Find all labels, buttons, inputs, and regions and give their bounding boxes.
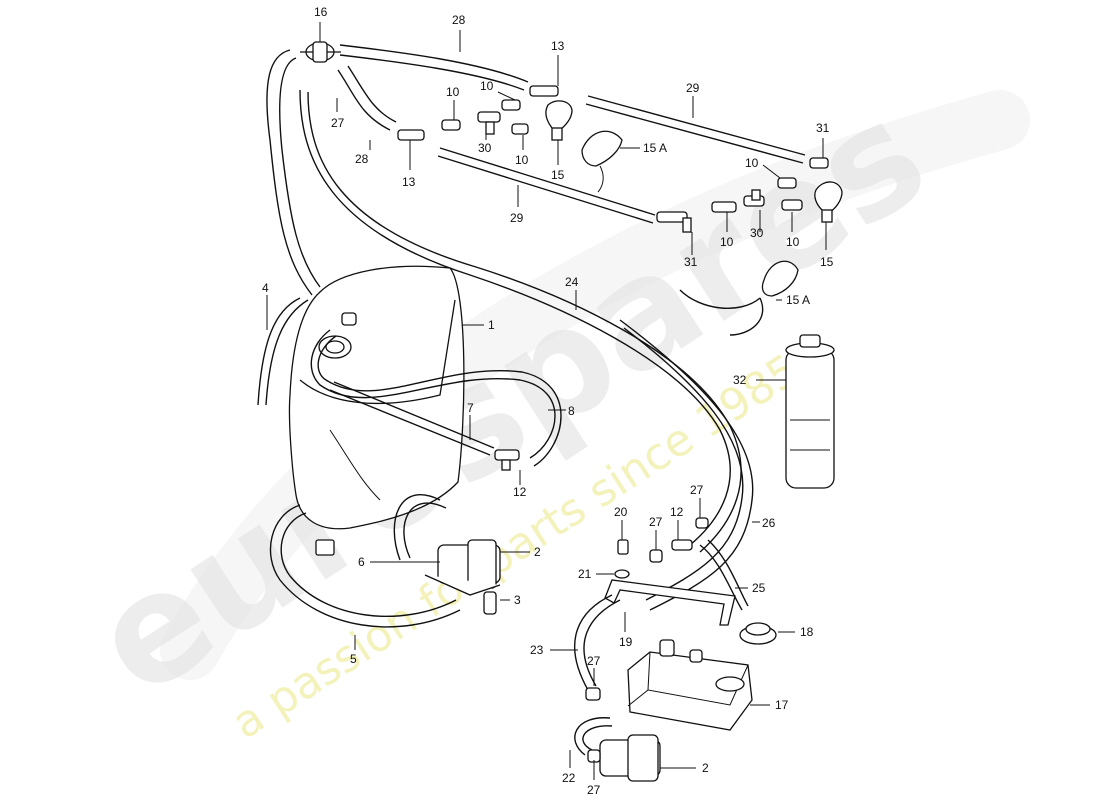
- label-18: 18: [800, 625, 814, 639]
- label-28-left: 28: [355, 152, 369, 166]
- label-24: 24: [565, 275, 579, 289]
- hose-4-lower: [257, 297, 309, 406]
- jet-15A-lower: [679, 260, 799, 336]
- label-20: 20: [614, 505, 628, 519]
- lower-fittings: [614, 517, 709, 579]
- reservoir-17: [627, 639, 753, 731]
- hose-28-lower: [337, 65, 397, 131]
- hose-28-upper: [339, 44, 529, 91]
- label-23: 23: [530, 643, 544, 657]
- label-10-f: 10: [786, 235, 800, 249]
- label-12-left: 12: [513, 485, 527, 499]
- label-21: 21: [578, 567, 592, 581]
- label-32: 32: [733, 373, 747, 387]
- label-10-a: 10: [446, 85, 460, 99]
- tube-29-upper: [585, 95, 806, 164]
- hose-25: [699, 539, 749, 611]
- label-31-right: 31: [816, 121, 830, 135]
- label-27-b: 27: [649, 515, 663, 529]
- label-27-c: 27: [690, 483, 704, 497]
- bracket-19: [604, 579, 736, 626]
- label-6: 6: [358, 555, 365, 569]
- fittings-top-left: [397, 85, 559, 141]
- label-13-left: 13: [402, 175, 416, 189]
- label-10-e: 10: [720, 235, 734, 249]
- label-26: 26: [762, 516, 776, 530]
- hose-24: [299, 89, 742, 553]
- hose-8: [310, 329, 562, 467]
- cap-18: [739, 622, 777, 645]
- part-labels: 16 28 27 28 13 13 10 10 30 10 15 15 A 29…: [262, 5, 834, 797]
- label-10-d: 10: [745, 156, 759, 170]
- label-13-top: 13: [551, 39, 565, 53]
- part-16-fitting: [300, 41, 341, 63]
- pump-2-left: [424, 539, 501, 596]
- part-3: [483, 591, 497, 615]
- label-22: 22: [562, 771, 576, 785]
- label-5: 5: [350, 652, 357, 666]
- fitting-27-lower: [585, 687, 601, 701]
- label-15A-upper: 15 A: [643, 141, 667, 155]
- label-31-lower: 31: [684, 255, 698, 269]
- label-7: 7: [467, 401, 474, 415]
- label-3: 3: [514, 593, 521, 607]
- label-12-right: 12: [670, 505, 684, 519]
- label-28-top: 28: [452, 13, 466, 27]
- label-4: 4: [262, 281, 269, 295]
- pump-2-lower: [587, 734, 661, 782]
- jet-15-right: [814, 181, 843, 223]
- hose-23: [573, 594, 621, 691]
- label-2-lower: 2: [702, 761, 709, 775]
- label-15-right: 15: [820, 255, 834, 269]
- parts-drawing: [257, 22, 843, 782]
- label-27-e: 27: [587, 783, 601, 797]
- fittings-right: [656, 157, 829, 233]
- label-2-left: 2: [534, 545, 541, 559]
- label-19: 19: [619, 635, 633, 649]
- hose-6: [393, 494, 447, 561]
- bottle-32: [785, 334, 835, 489]
- label-29-lower: 29: [510, 211, 524, 225]
- label-30-left: 30: [478, 141, 492, 155]
- hose-4: [266, 49, 321, 296]
- label-25: 25: [752, 581, 766, 595]
- label-27-d: 27: [587, 654, 601, 668]
- jet-15-left: [545, 100, 573, 141]
- label-29-top: 29: [686, 81, 700, 95]
- label-16: 16: [314, 5, 328, 19]
- label-27-top: 27: [331, 116, 345, 130]
- label-30-right: 30: [750, 226, 764, 240]
- hose-5: [269, 504, 461, 628]
- hose-22: [574, 717, 613, 756]
- leader-lines: [266, 22, 827, 780]
- tube-29-lower: [437, 147, 656, 224]
- label-15-left: 15: [551, 168, 565, 182]
- connector-12-left: [494, 449, 520, 471]
- label-10-c: 10: [515, 153, 529, 167]
- label-8: 8: [568, 404, 575, 418]
- label-1: 1: [488, 318, 495, 332]
- jet-15A-upper: [581, 130, 623, 193]
- hose-26: [619, 319, 754, 611]
- label-17: 17: [775, 698, 789, 712]
- label-15A-lower: 15 A: [786, 293, 810, 307]
- label-10-b: 10: [480, 79, 494, 93]
- hose-7: [329, 381, 495, 456]
